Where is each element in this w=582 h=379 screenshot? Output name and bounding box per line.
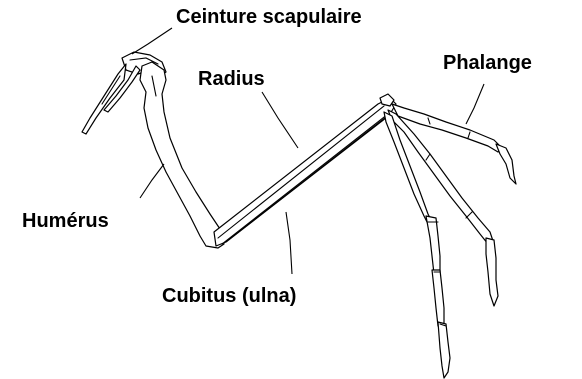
label-radius: Radius: [198, 68, 265, 90]
label-cubitus-ulna: Cubitus (ulna): [162, 285, 296, 307]
label-phalange: Phalange: [443, 52, 532, 74]
cubitus-leader: [286, 212, 292, 274]
forearm-bones: [214, 94, 396, 246]
ceinture-leader: [132, 28, 172, 54]
label-humerus: Humérus: [22, 210, 109, 232]
label-ceinture-scapulaire: Ceinture scapulaire: [176, 6, 362, 28]
phalange-leader: [466, 84, 484, 124]
lower-digit: [384, 112, 450, 378]
humerus-leader: [140, 164, 164, 198]
radius-leader: [262, 92, 298, 148]
